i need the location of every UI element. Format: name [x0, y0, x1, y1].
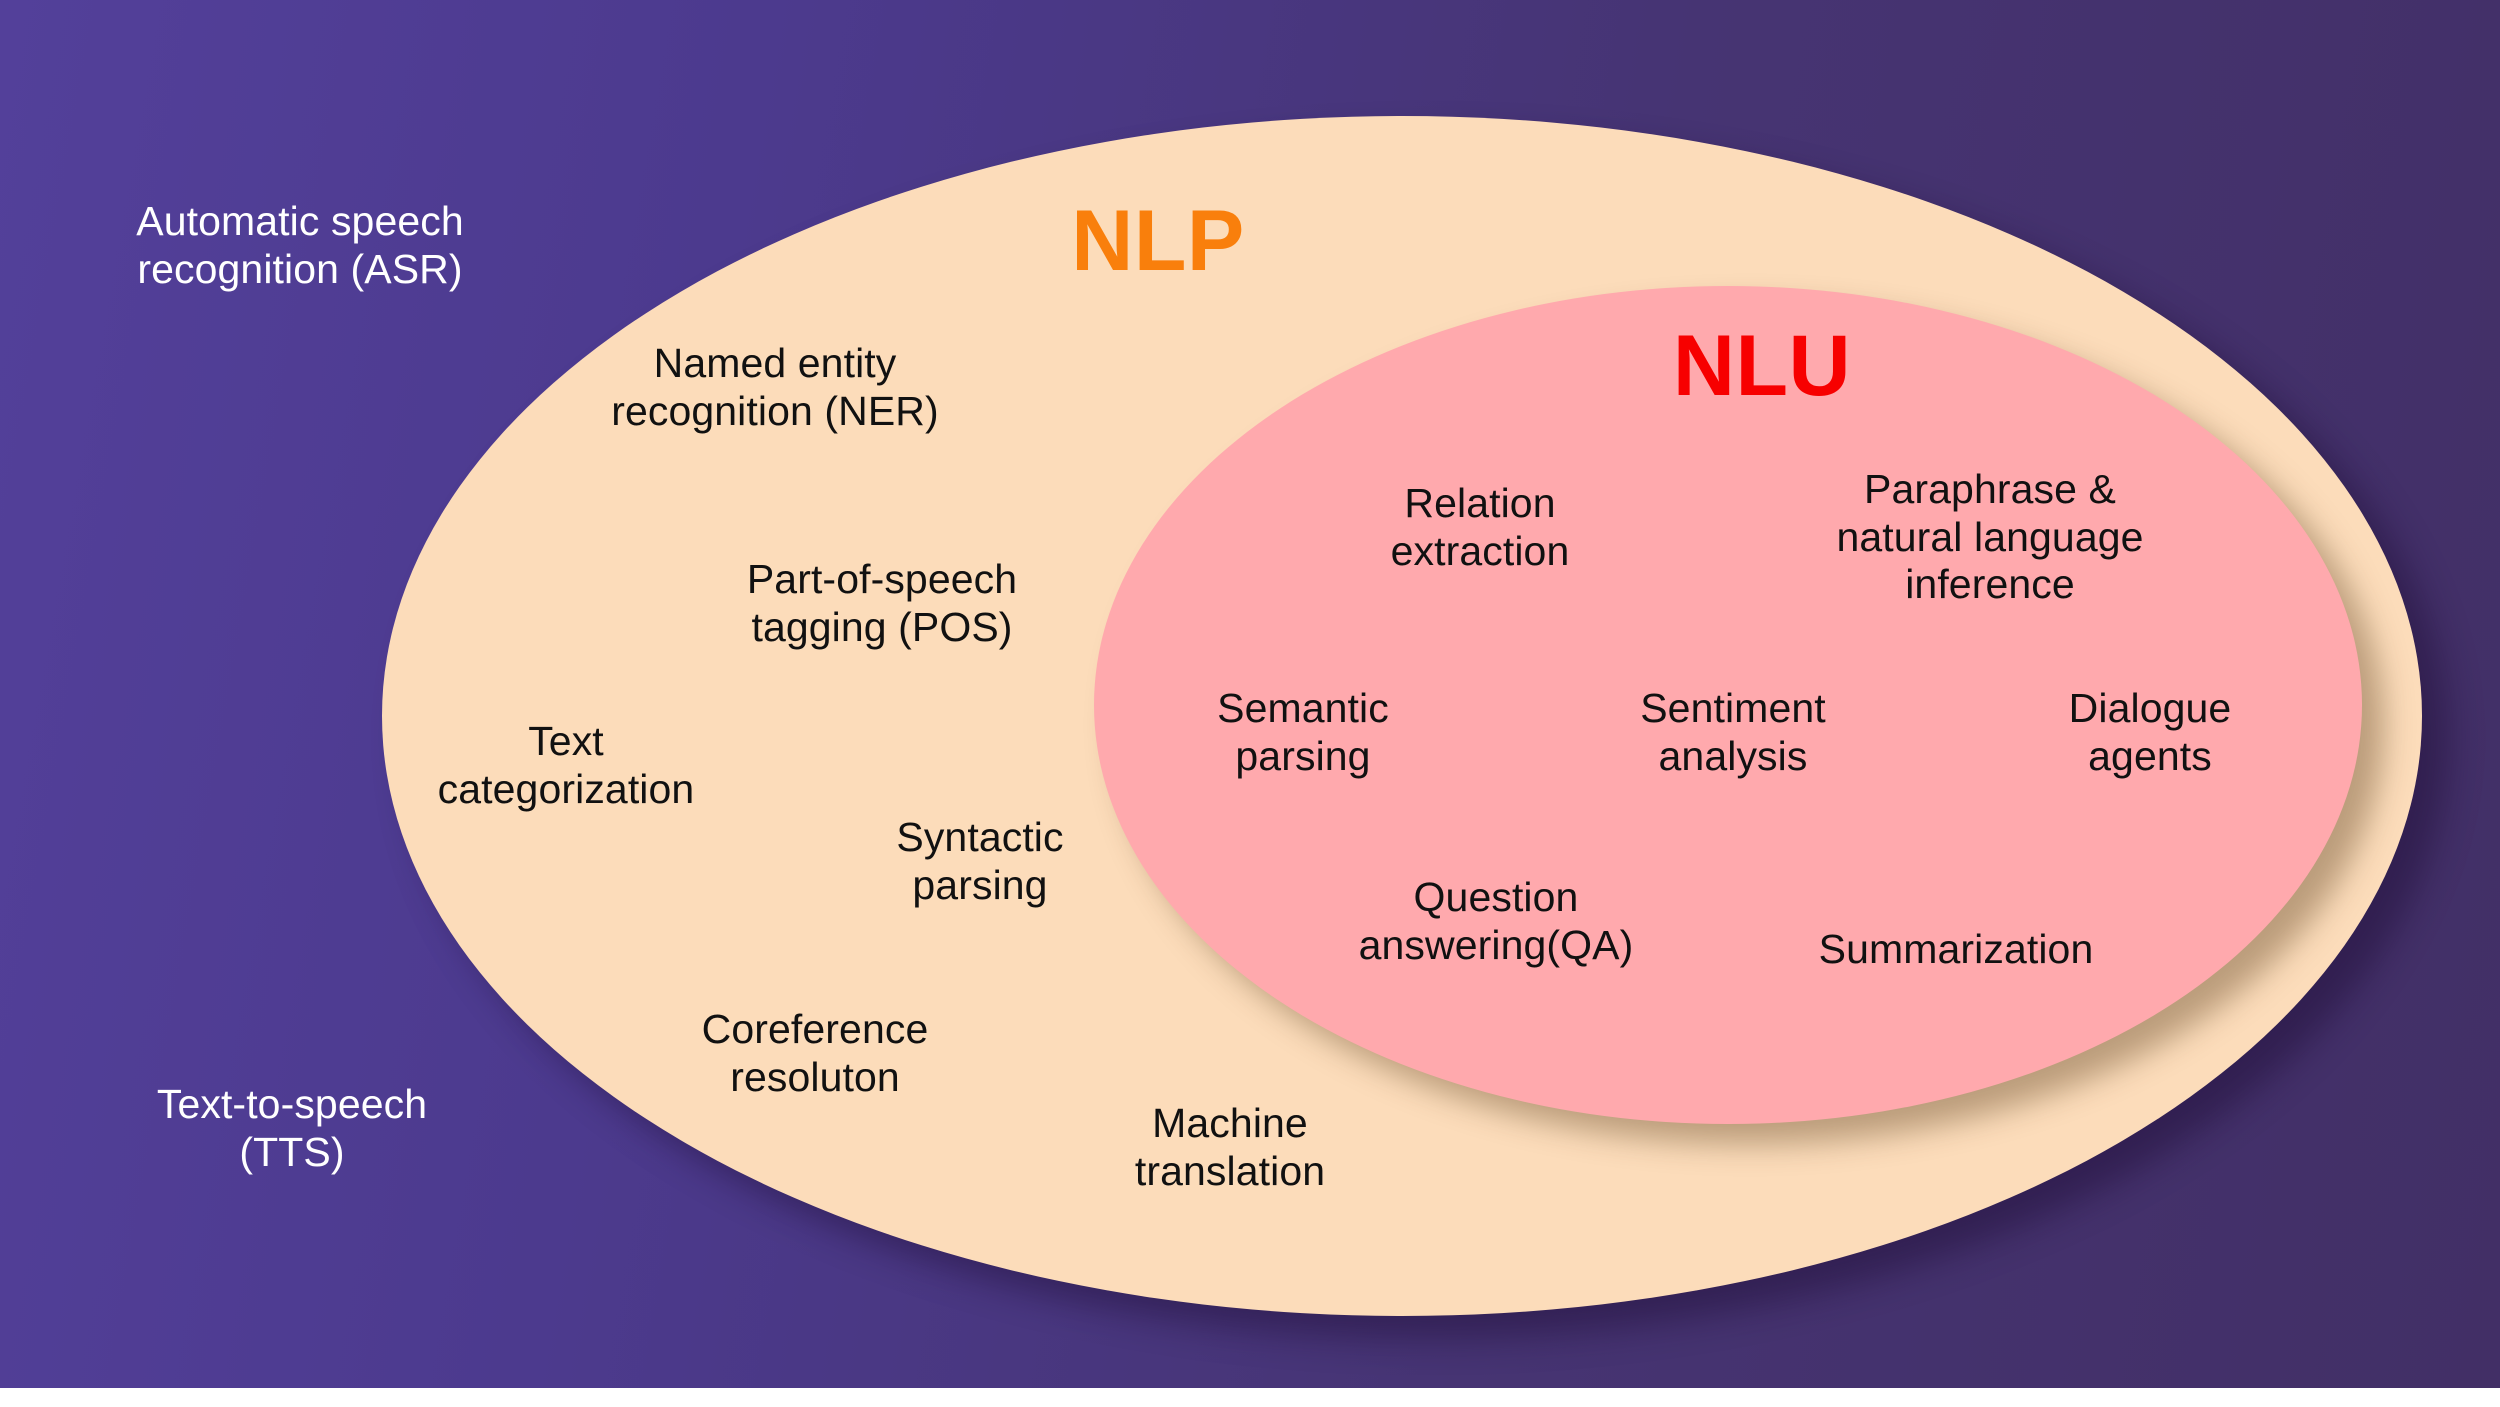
nlp-title: NLP [1071, 193, 1245, 289]
label-machine-translation: Machine translation [1134, 1100, 1326, 1194]
label-question-answering: Question answering(QA) [1358, 874, 1634, 968]
label-paraphrase-natural-language-inference: Paraphrase & natural language inference [1836, 466, 2144, 608]
label-text-to-speech: Text-to-speech (TTS) [156, 1081, 428, 1175]
label-automatic-speech-recognition: Automatic speech recognition (ASR) [136, 198, 464, 292]
label-summarization: Summarization [1818, 926, 2094, 972]
label-part-of-speech-tagging: Part-of-speech tagging (POS) [746, 556, 1018, 650]
label-syntactic-parsing: Syntactic parsing [896, 814, 1064, 908]
label-sentiment-analysis: Sentiment analysis [1640, 685, 1826, 779]
label-relation-extraction: Relation extraction [1390, 480, 1570, 574]
bottom-white-strip [0, 1388, 2500, 1407]
label-semantic-parsing: Semantic parsing [1217, 685, 1389, 779]
nlu-ellipse [1094, 286, 2362, 1124]
label-coreference-resolution: Coreference resoluton [701, 1006, 929, 1100]
label-text-categorization: Text categorization [437, 718, 695, 812]
nlu-title: NLU [1672, 318, 1852, 414]
label-named-entity-recognition: Named entity recognition (NER) [611, 340, 939, 434]
label-dialogue-agents: Dialogue agents [2068, 685, 2232, 779]
